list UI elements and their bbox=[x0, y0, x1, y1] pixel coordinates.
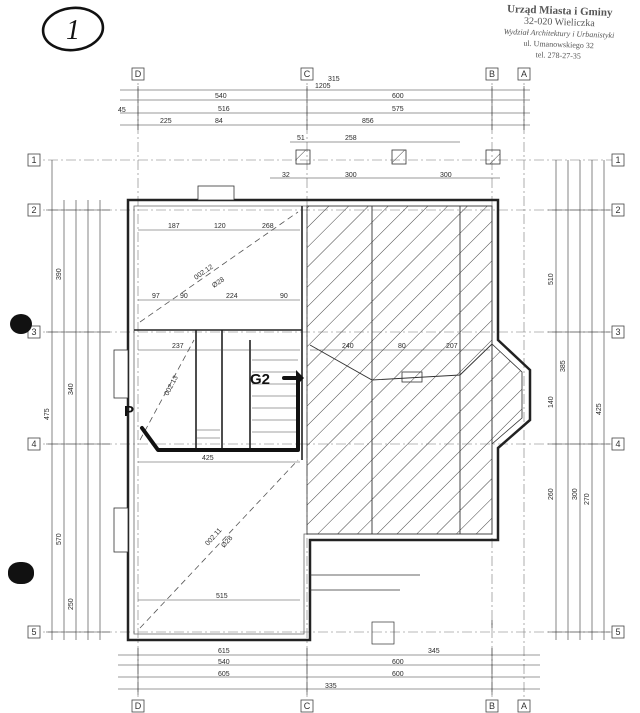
axis-col-b-bottom: B bbox=[489, 701, 495, 711]
dim-room-187: 187 bbox=[168, 223, 180, 230]
dim-top-540: 540 bbox=[215, 93, 227, 100]
windows bbox=[113, 185, 423, 553]
axis-row-5-right: 5 bbox=[615, 627, 620, 637]
dim-right-260: 260 bbox=[548, 488, 555, 500]
partition-walls bbox=[134, 206, 303, 460]
dim-room-224: 224 bbox=[226, 293, 238, 300]
marker-g2: G2 bbox=[250, 371, 270, 388]
dim-bottom-605: 605 bbox=[218, 671, 230, 678]
dim-room-90a: 90 bbox=[180, 293, 188, 300]
office-stamp: Urząd Miasta i Gminy 32-020 Wieliczka Wy… bbox=[483, 3, 635, 63]
axis-col-a-bottom: A bbox=[521, 701, 527, 711]
outer-walls bbox=[126, 198, 532, 642]
dim-top-856: 856 bbox=[362, 118, 374, 125]
room-area-002-11: Ø28 bbox=[220, 535, 234, 550]
sheet-number-badge: 1 bbox=[41, 6, 105, 52]
dim-top-315: 315 bbox=[328, 76, 340, 83]
axis-labels-columns: D C B A D C B A bbox=[131, 67, 531, 713]
dim-right-300: 300 bbox=[572, 488, 579, 500]
route-marker bbox=[140, 376, 300, 452]
dim-room-425: 425 bbox=[202, 455, 214, 462]
dim-left-570: 570 bbox=[56, 533, 63, 545]
dimension-lines-top bbox=[120, 86, 530, 179]
dim-bottom-345: 345 bbox=[428, 648, 440, 655]
axis-row-4: 4 bbox=[31, 439, 36, 449]
dim-top-32: 32 bbox=[282, 172, 290, 179]
room-label-002-12: 002.12 bbox=[193, 264, 215, 282]
room-label-002-13: 002.13 bbox=[164, 375, 180, 397]
dim-right-140: 140 bbox=[548, 396, 555, 408]
punch-hole-bottom bbox=[8, 562, 34, 584]
room-diagonals bbox=[139, 211, 299, 629]
dim-left-340: 340 bbox=[68, 383, 75, 395]
dimension-lines-bottom bbox=[118, 648, 540, 695]
axis-col-c-bottom: C bbox=[304, 701, 311, 711]
dim-room-515: 515 bbox=[216, 593, 228, 600]
column-blocks bbox=[295, 149, 501, 165]
dim-room-80: 80 bbox=[398, 343, 406, 350]
dim-top-1205: 1205 bbox=[315, 83, 331, 90]
dim-room-90b: 90 bbox=[280, 293, 288, 300]
dim-top-300b: 300 bbox=[440, 172, 452, 179]
room-area-002-12: Ø28 bbox=[211, 276, 226, 289]
dim-right-425: 425 bbox=[596, 403, 603, 415]
dim-top-516: 516 bbox=[218, 106, 230, 113]
axis-row-2-right: 2 bbox=[615, 205, 620, 215]
punch-hole-top bbox=[10, 314, 32, 334]
dim-bottom-615: 615 bbox=[218, 648, 230, 655]
axis-col-d-bottom: D bbox=[135, 701, 142, 711]
dim-room-97: 97 bbox=[152, 293, 160, 300]
dim-room-240: 240 bbox=[342, 343, 354, 350]
dim-bottom-540: 540 bbox=[218, 659, 230, 666]
axis-row-1: 1 bbox=[31, 155, 36, 165]
bay-hatched-area bbox=[491, 343, 523, 445]
dim-top-84: 84 bbox=[215, 118, 223, 125]
axis-col-b: B bbox=[489, 69, 495, 79]
dim-left-250: 250 bbox=[68, 598, 75, 610]
dim-left-475: 475 bbox=[44, 408, 51, 420]
dim-room-207: 207 bbox=[446, 343, 458, 350]
stairs bbox=[196, 359, 298, 439]
dim-right-510: 510 bbox=[548, 273, 555, 285]
axis-row-5: 5 bbox=[31, 627, 36, 637]
dim-top-45: 45 bbox=[118, 107, 126, 114]
axis-row-4-right: 4 bbox=[615, 439, 620, 449]
roof-ridge-lines bbox=[309, 206, 493, 534]
dim-room-120: 120 bbox=[214, 223, 226, 230]
dim-top-51: 51 bbox=[297, 135, 305, 142]
dim-room-268: 268 bbox=[262, 223, 274, 230]
axis-row-3: 3 bbox=[31, 327, 36, 337]
dim-bottom-600b: 600 bbox=[392, 671, 404, 678]
room-dimension-lines bbox=[138, 229, 490, 601]
sheet-number: 1 bbox=[66, 15, 80, 46]
axis-col-a: A bbox=[521, 69, 527, 79]
dim-top-575: 575 bbox=[392, 106, 404, 113]
dim-right-385: 385 bbox=[560, 360, 567, 372]
axis-row-2: 2 bbox=[31, 205, 36, 215]
terrace-lines bbox=[310, 574, 493, 645]
axis-col-d: D bbox=[135, 69, 142, 79]
axis-col-c: C bbox=[304, 69, 311, 79]
axis-labels-rows: 1 2 3 4 5 1 2 3 4 5 bbox=[27, 153, 625, 639]
dim-bottom-600a: 600 bbox=[392, 659, 404, 666]
dimension-lines-right bbox=[548, 160, 610, 640]
dim-top-225: 225 bbox=[160, 118, 172, 125]
dim-left-390: 390 bbox=[56, 268, 63, 280]
route-arrowhead bbox=[296, 370, 304, 386]
void-hatched-area bbox=[306, 205, 493, 535]
axis-row-1-right: 1 bbox=[615, 155, 620, 165]
dimension-lines-left bbox=[46, 160, 110, 640]
dim-top-600: 600 bbox=[392, 93, 404, 100]
marker-p: P bbox=[124, 403, 134, 420]
dim-right-270: 270 bbox=[584, 493, 591, 505]
dim-bottom-335: 335 bbox=[325, 683, 337, 690]
dim-top-300a: 300 bbox=[345, 172, 357, 179]
axis-row-3-right: 3 bbox=[615, 327, 620, 337]
dim-top-258: 258 bbox=[345, 135, 357, 142]
dim-room-237: 237 bbox=[172, 343, 184, 350]
